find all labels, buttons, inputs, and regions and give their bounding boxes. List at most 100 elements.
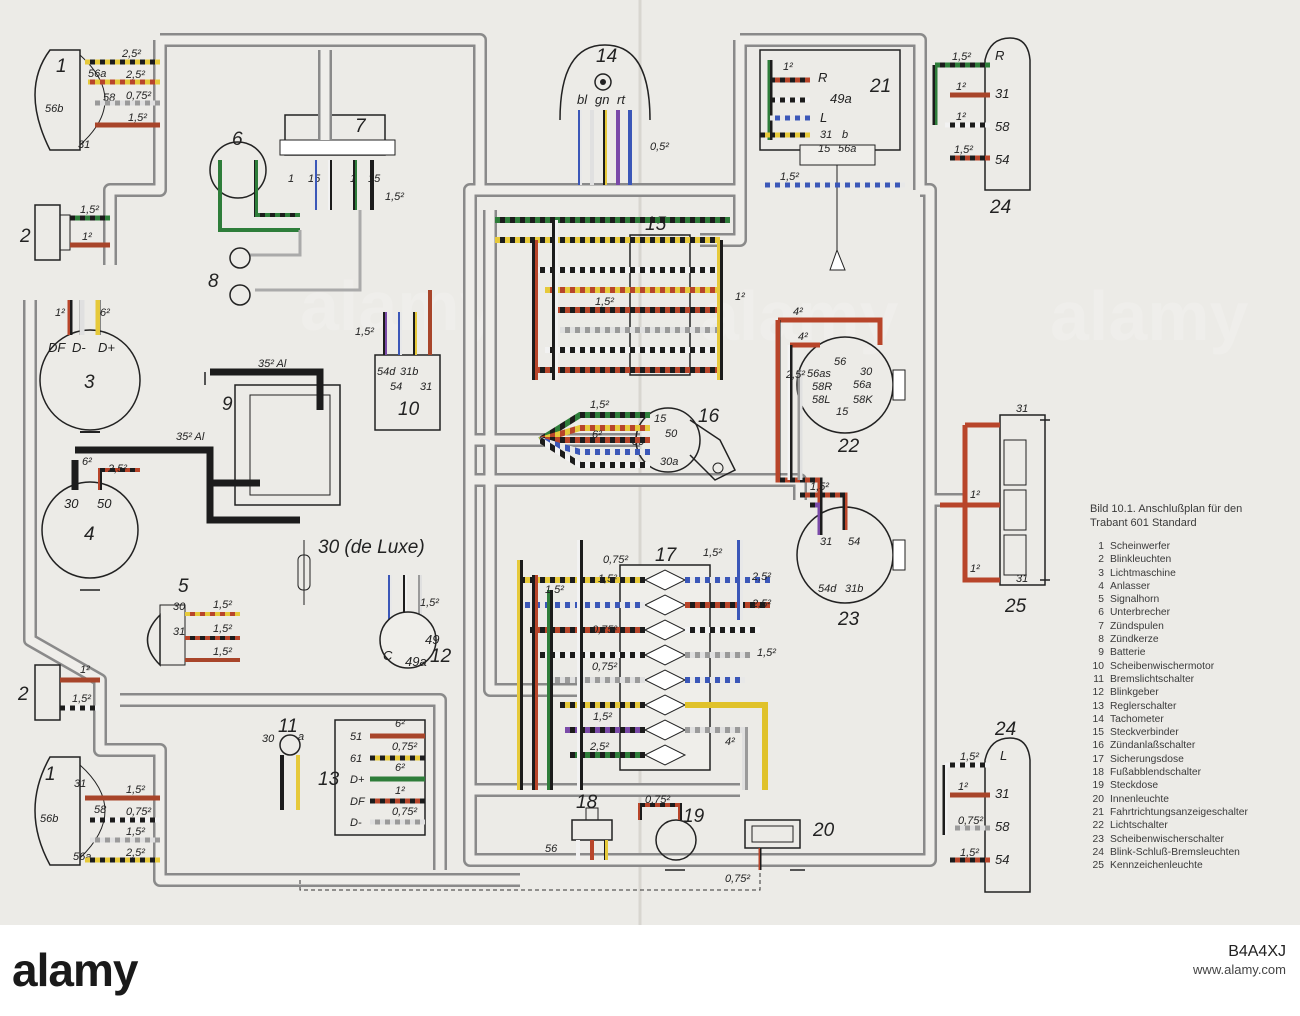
wire-size: 1,5² bbox=[810, 481, 829, 493]
terminal-49: 49 bbox=[425, 632, 439, 647]
site-url[interactable]: www.alamy.com bbox=[1193, 962, 1286, 977]
wire-size: 1,5² bbox=[128, 112, 147, 124]
wire-size: 0,75² bbox=[592, 661, 617, 673]
dimmer-switch-18: 18 56 bbox=[545, 792, 613, 860]
wire-size: 0,75² bbox=[392, 806, 417, 818]
label-4: 4 bbox=[84, 524, 95, 545]
wire-size: 1² bbox=[783, 61, 793, 73]
terminal-50: 50 bbox=[665, 428, 678, 440]
legend-item-number: 1 bbox=[1098, 541, 1104, 552]
legend-item-label: Lichtschalter bbox=[1110, 820, 1168, 832]
regulator-13: 13 51 61 D+ DF D- 6² 0,75² 6² 1² 0,75² bbox=[318, 718, 426, 836]
label-6: 6 bbox=[232, 129, 243, 150]
label-18: 18 bbox=[576, 792, 598, 813]
wire-size: 1,5² bbox=[72, 693, 91, 705]
terminal-51: 51 bbox=[350, 731, 362, 743]
terminal-31: 31 bbox=[995, 86, 1009, 101]
label-16: 16 bbox=[698, 406, 720, 427]
label-24-top: 24 bbox=[989, 197, 1011, 218]
legend-item-number: 15 bbox=[1092, 727, 1104, 739]
terminal-R: R bbox=[995, 48, 1004, 63]
label-12: 12 bbox=[430, 646, 452, 667]
terminal-D-plus: D+ bbox=[350, 774, 365, 786]
terminal-49a: 49a bbox=[405, 654, 427, 669]
wire-size: 1,5² bbox=[960, 847, 979, 859]
legend-item-number: 11 bbox=[1093, 673, 1104, 685]
wire-size: 2,5² bbox=[125, 69, 145, 81]
legend-item-number: 24 bbox=[1092, 846, 1104, 858]
legend-item-label: Lichtmaschine bbox=[1110, 567, 1176, 579]
wire-size: 1,5² bbox=[355, 326, 374, 338]
label-13: 13 bbox=[318, 769, 340, 790]
legend-item: 7 Zündspulen bbox=[1090, 620, 1295, 633]
wire-size: 0,75² bbox=[603, 554, 628, 566]
wire-size: 2,5² bbox=[589, 741, 609, 753]
deluxe-fuse: 30 (de Luxe) bbox=[297, 537, 425, 605]
legend-item-label: Zündanlaßschalter bbox=[1110, 740, 1196, 752]
rear-light-right: 24 R 31 58 54 1,5² 1² 1² 1,5² bbox=[932, 37, 1031, 218]
image-info: B4A4XJ www.alamy.com bbox=[1193, 943, 1286, 979]
terminal-58: 58 bbox=[995, 819, 1010, 834]
legend-item-label: Kennzeichenleuchte bbox=[1110, 860, 1203, 872]
ground-symbols bbox=[80, 372, 1050, 871]
legend-item-label: Sicherungsdose bbox=[1110, 753, 1184, 765]
terminal-56: 56 bbox=[834, 356, 847, 368]
wire-size: 6² bbox=[395, 762, 405, 774]
label-17: 17 bbox=[655, 545, 678, 566]
wire-size: 6² bbox=[592, 429, 602, 441]
terminal-56b: 56b bbox=[40, 813, 58, 825]
label-19: 19 bbox=[683, 806, 705, 827]
headlight-bottom: 1 56b 31 58 56a 1,5² 0,75² 1,5² 2,5² bbox=[34, 756, 160, 866]
wire-size: 0,75² bbox=[126, 806, 151, 818]
legend-title-line2: Trabant 601 Standard bbox=[1090, 517, 1197, 529]
wire-size: 1,5² bbox=[598, 573, 617, 585]
deluxe-dashed-line bbox=[299, 860, 761, 891]
terminal-50: 50 bbox=[97, 496, 112, 511]
wire-size: 1,5² bbox=[126, 826, 145, 838]
legend-item-number: 20 bbox=[1092, 793, 1104, 805]
rear-light-left: 24 L 31 58 54 1,5² 1² 0,75² 1,5² bbox=[942, 719, 1031, 893]
legend-item-label: Signalhorn bbox=[1110, 594, 1160, 606]
cable-size: 35² Al bbox=[258, 358, 287, 370]
wire-size: 1,5² bbox=[960, 751, 979, 763]
wire-size: 1² bbox=[956, 111, 966, 123]
legend-item-label: Steckverbinder bbox=[1110, 727, 1179, 739]
legend-title: Bild 10.1. Anschlußplan für den Trabant … bbox=[1090, 502, 1295, 530]
terminal-58R: 58R bbox=[812, 381, 832, 393]
brake-switch-11: 11 30 a bbox=[262, 716, 304, 810]
wire-size: 2,5² bbox=[125, 847, 145, 859]
terminal-L: L bbox=[820, 110, 827, 125]
terminal-DF: DF bbox=[350, 796, 366, 808]
legend-item-number: 18 bbox=[1092, 767, 1104, 779]
legend-item-label: Zündspulen bbox=[1110, 620, 1164, 632]
legend-item-number: 9 bbox=[1098, 647, 1104, 659]
terminal-30a: 30a bbox=[660, 456, 678, 468]
legend-item-number: 23 bbox=[1092, 833, 1104, 845]
legend-item-number: 7 bbox=[1098, 620, 1104, 632]
wire-size: 1² bbox=[958, 781, 968, 793]
legend-item-number: 10 bbox=[1092, 660, 1104, 672]
wiring-diagram: alamy alamy alamy 1 56b bbox=[17, 0, 1050, 925]
alamy-logo[interactable]: alamy bbox=[12, 944, 138, 996]
terminal-30: 30 bbox=[173, 601, 186, 613]
interior-light-20: 20 0,75² bbox=[725, 819, 835, 885]
legend-item-label: Batterie bbox=[1110, 647, 1146, 659]
label-1-bottom: 1 bbox=[45, 764, 56, 785]
terminal-56: 56 bbox=[545, 843, 558, 855]
terminal-56b: 56b bbox=[45, 103, 63, 115]
wire-size: 0,75² bbox=[958, 815, 983, 827]
terminal-D-plus: D+ bbox=[98, 340, 115, 355]
plate-light-25: 25 31 31 1² 1² bbox=[940, 403, 1046, 617]
cable-size: 35² Al bbox=[176, 431, 205, 443]
wire-size: 4² bbox=[793, 306, 803, 318]
label-3: 3 bbox=[84, 372, 95, 393]
main-harness-inner bbox=[25, 35, 965, 885]
ignition-coils-7: 7 1 15 1 15 1,5² bbox=[250, 50, 404, 292]
terminal-58L: 58L bbox=[812, 394, 830, 406]
